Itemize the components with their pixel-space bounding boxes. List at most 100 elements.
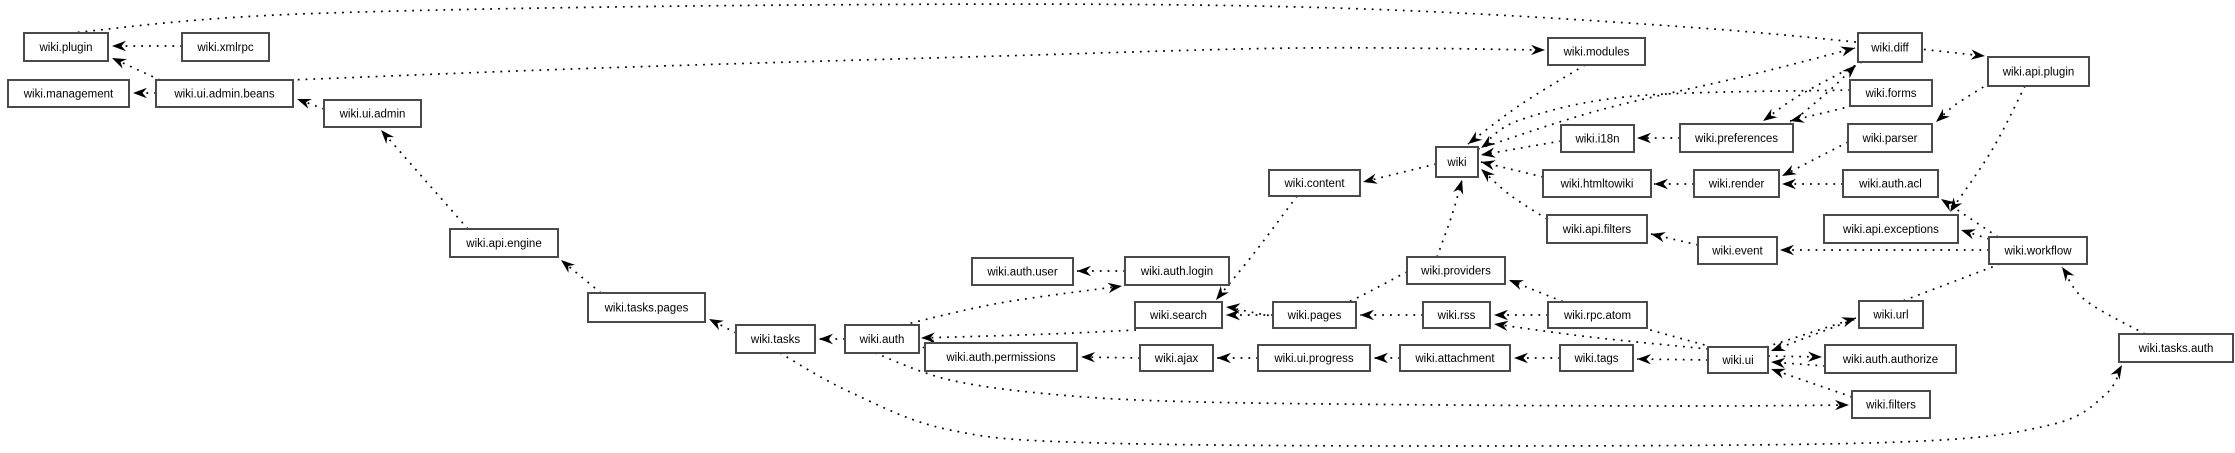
- arrowhead-icon: [1481, 135, 1496, 148]
- node-wiki-providers: wiki.providers: [1406, 256, 1506, 285]
- edge-wiki-to-wiki-diff: [1477, 46, 1856, 150]
- node-wiki-rpc-atom: wiki.rpc.atom: [1547, 301, 1648, 329]
- arrowhead-icon: [1637, 132, 1651, 144]
- node-label: wiki.parser: [1862, 133, 1918, 145]
- node-label: wiki.ui.admin: [339, 109, 406, 121]
- node-wiki-plugin: wiki.plugin: [23, 32, 109, 62]
- arrowhead-icon: [1651, 232, 1666, 243]
- arrowhead-icon: [1107, 282, 1122, 294]
- edge-wiki-api-engine-to-wiki-ui-admin: [380, 129, 469, 230]
- node-label: wiki.tasks.pages: [604, 303, 689, 315]
- node-box: [1823, 214, 1959, 244]
- edge-wiki-tags-to-wiki-attachment: [1514, 352, 1560, 364]
- node-box: [924, 342, 1078, 372]
- arrowhead-icon: [297, 99, 312, 109]
- arrowhead-icon: [1509, 280, 1524, 290]
- node-label: wiki.preferences: [1694, 133, 1778, 145]
- arrowhead-icon: [921, 332, 936, 343]
- node-label: wiki.plugin: [38, 42, 92, 54]
- edge-wiki-ui-admin-to-wiki-ui-admin-beans: [296, 98, 325, 110]
- node-label: wiki.auth: [859, 334, 905, 346]
- node-box: [1560, 124, 1635, 153]
- node-box: [844, 324, 920, 354]
- edge-wiki-ui-admin-beans-to-wiki-plugin: [111, 57, 161, 81]
- node-box: [155, 79, 294, 108]
- node-label: wiki.ui.progress: [1273, 353, 1353, 365]
- node-label: wiki.ajax: [1154, 353, 1199, 365]
- arrowhead-icon: [1481, 147, 1496, 158]
- edge-wiki-providers-to-wiki: [1436, 179, 1464, 258]
- arrowhead-icon: [819, 333, 833, 345]
- arrowhead-icon: [1077, 265, 1091, 277]
- node-label: wiki.api.engine: [465, 238, 541, 250]
- node-wiki-ui: wiki.ui: [1707, 346, 1769, 374]
- arrowhead-icon: [1763, 108, 1778, 121]
- node-wiki-preferences: wiki.preferences: [1679, 123, 1794, 153]
- node-box: [1697, 236, 1778, 265]
- node-wiki-api-exceptions: wiki.api.exceptions: [1823, 214, 1959, 244]
- edge-wiki-workflow-to-wiki-auth-acl: [1940, 198, 1999, 238]
- edge-wiki-forms-to-wiki: [1480, 89, 1851, 149]
- edge-wiki-tasks-to-wiki-tasks-pages: [708, 318, 737, 334]
- node-label: wiki.ui.admin.beans: [173, 89, 275, 101]
- node-wiki-tags: wiki.tags: [1559, 344, 1634, 372]
- node-label: wiki.tasks: [750, 334, 800, 346]
- node-box: [1124, 256, 1230, 286]
- node-box: [1857, 32, 1923, 63]
- node-wiki-tasks-pages: wiki.tasks.pages: [587, 292, 706, 323]
- edge-wiki-plugin-to-wiki-api-plugin: [69, 3, 1986, 60]
- node-wiki-htmltowiki: wiki.htmltowiki: [1542, 169, 1652, 198]
- arrowhead-icon: [1771, 368, 1786, 379]
- edge-wiki-api-plugin-to-wiki-api-exceptions: [1949, 85, 2026, 213]
- node-wiki-modules: wiki.modules: [1547, 37, 1646, 66]
- arrowhead-icon: [1374, 352, 1388, 364]
- node-box: [1987, 56, 2090, 87]
- edge-wiki-workflow-to-wiki-ui: [1770, 263, 2001, 352]
- arrowhead-icon: [1468, 131, 1483, 144]
- edge-wiki-ui-to-wiki-auth-authorize: [1767, 351, 1823, 362]
- node-wiki-event: wiki.event: [1697, 236, 1778, 265]
- arrowhead-icon: [1790, 112, 1805, 123]
- edge-wiki-event-to-wiki-api-filters: [1650, 232, 1699, 246]
- arrowhead-icon: [1936, 108, 1950, 122]
- node-box: [1257, 344, 1371, 372]
- arrowhead-icon: [1363, 173, 1378, 184]
- node-wiki-search: wiki.search: [1134, 301, 1223, 329]
- arrowhead-icon: [1835, 399, 1849, 411]
- node-box: [1851, 390, 1931, 419]
- arrowhead-icon: [1481, 160, 1496, 171]
- node-label: wiki.modules: [1563, 47, 1630, 59]
- arrowhead-icon: [1961, 229, 1976, 240]
- node-label: wiki.auth.authorize: [1842, 354, 1938, 366]
- node-wiki-ui-progress: wiki.ui.progress: [1257, 344, 1371, 372]
- node-wiki-forms: wiki.forms: [1849, 79, 1933, 107]
- edge-wiki-preferences-to-wiki-i18n: [1637, 132, 1680, 144]
- node-wiki-auth-permissions: wiki.auth.permissions: [924, 342, 1078, 372]
- edge-wiki-rss-to-wiki-pages: [1360, 309, 1423, 321]
- edge-wiki-to-wiki-content: [1362, 163, 1437, 184]
- node-label: wiki.api.filters: [1562, 224, 1632, 236]
- arrowhead-icon: [1494, 309, 1508, 321]
- node-label: wiki.management: [23, 89, 114, 101]
- edge-wiki-ui-to-wiki-url: [1765, 317, 1857, 348]
- node-label: wiki.render: [1708, 179, 1765, 191]
- edge-wiki-xmlrpc-to-wiki-plugin: [112, 40, 182, 52]
- node-wiki-attachment: wiki.attachment: [1399, 344, 1511, 372]
- node-label: wiki.tasks.auth: [2138, 343, 2214, 355]
- edge-wiki-auth-authorize-to-wiki-ui: [1770, 357, 1826, 369]
- node-wiki-ui-admin: wiki.ui.admin: [323, 99, 422, 128]
- node-box: [2118, 333, 2234, 363]
- node-label: wiki.xmlrpc: [196, 42, 253, 54]
- edge-wiki-ui-to-wiki-tags: [1636, 354, 1709, 365]
- edge-wiki-workflow-to-wiki-api-exceptions: [1960, 229, 1990, 240]
- node-label: wiki.url: [1872, 310, 1908, 322]
- node-wiki-api-engine: wiki.api.engine: [449, 228, 559, 258]
- node-label: wiki.filters: [1865, 400, 1916, 412]
- node-box: [1547, 301, 1648, 329]
- nodes-layer: wiki.plugin wiki.xmlrpc wiki.management wik…: [7, 32, 2234, 419]
- edge-wiki-auth-to-wiki-filters: [874, 352, 1850, 411]
- arrowhead-icon: [1950, 197, 1963, 212]
- edges-layer: [69, 3, 2146, 447]
- node-wiki-ajax: wiki.ajax: [1139, 344, 1214, 372]
